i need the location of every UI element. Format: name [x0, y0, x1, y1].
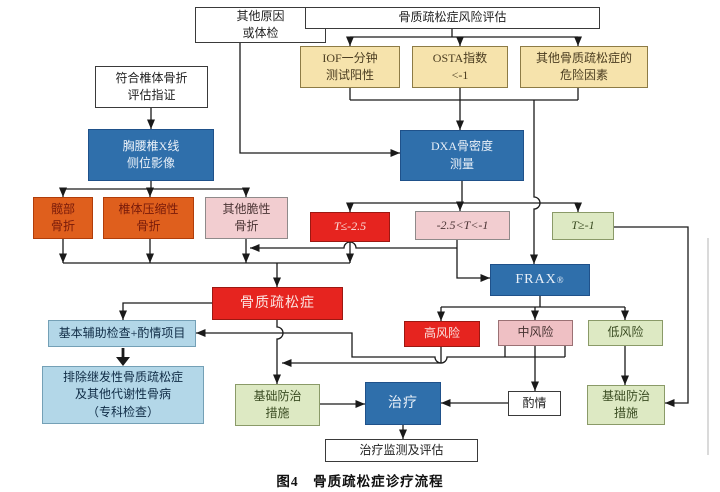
node-t-ge-minus-1: T≥-1	[552, 212, 614, 240]
node-vertebral-indication: 符合椎体骨折 评估指证	[95, 66, 208, 108]
node-other-fragility-fracture: 其他脆性 骨折	[205, 197, 288, 239]
node-risk-assessment-label: 骨质疏松症风险评估	[398, 10, 507, 25]
node-osteoporosis-label: 骨质疏松症	[240, 295, 315, 311]
node-exclude-secondary-label: 排除继发性骨质疏松症 及其他代谢性骨病 （专科检查）	[62, 370, 183, 419]
node-iof-test: IOF一分钟 测试阳性	[300, 46, 400, 88]
node-osta-index: OSTA指数 <-1	[412, 46, 508, 88]
node-vertebral-fracture-label: 椎体压缩性 骨折	[118, 201, 179, 233]
node-risk-factors-label: 其他骨质疏松症的 危险因素	[535, 50, 632, 82]
node-treatment-monitoring-label: 治疗监测及评估	[359, 442, 444, 457]
node-basic-measures-right: 基础防治 措施	[587, 385, 665, 425]
node-discretion-label: 酌情	[522, 395, 547, 410]
node-other-fragility-fracture-label: 其他脆性 骨折	[222, 201, 271, 233]
node-t-between-label: -2.5<T<-1	[436, 217, 489, 232]
node-vertebral-indication-label: 符合椎体骨折 评估指证	[115, 70, 188, 102]
node-risk-assessment: 骨质疏松症风险评估	[305, 7, 600, 29]
node-treatment-label: 治疗	[388, 395, 418, 411]
node-t-between: -2.5<T<-1	[415, 211, 510, 240]
node-osteoporosis: 骨质疏松症	[212, 287, 343, 320]
node-low-risk-label: 低风险	[607, 325, 644, 340]
node-low-risk: 低风险	[588, 320, 663, 346]
figure-caption: 图4 骨质疏松症诊疗流程	[276, 474, 444, 489]
node-frax-label: FRAX	[515, 272, 557, 288]
node-risk-factors: 其他骨质疏松症的 危险因素	[520, 46, 648, 88]
node-frax-registered-mark: ®	[556, 274, 565, 285]
node-other-cause: 其他原因 或体检	[195, 7, 326, 43]
node-basic-exam: 基本辅助检查+酌情项目	[48, 320, 196, 347]
node-xray-imaging-label: 胸腰椎X线 侧位影像	[122, 138, 180, 170]
node-medium-risk: 中风险	[498, 320, 573, 346]
node-t-le-minus-2-5: T≤-2.5	[310, 212, 390, 242]
node-treatment-monitoring: 治疗监测及评估	[325, 439, 478, 462]
node-xray-imaging: 胸腰椎X线 侧位影像	[88, 129, 214, 181]
node-t-le-minus-2-5-label: T≤-2.5	[333, 219, 367, 234]
node-frax: FRAX®	[490, 264, 590, 296]
node-vertebral-fracture: 椎体压缩性 骨折	[103, 197, 194, 239]
node-high-risk: 高风险	[404, 321, 480, 347]
node-treatment: 治疗	[365, 382, 441, 425]
node-medium-risk-label: 中风险	[517, 325, 554, 340]
node-dxa-bmd-label: DXA骨密度 测量	[431, 139, 493, 171]
node-other-cause-label: 其他原因 或体检	[236, 8, 285, 40]
node-basic-measures-right-label: 基础防治 措施	[601, 388, 650, 420]
node-osta-index-label: OSTA指数 <-1	[432, 50, 488, 82]
node-discretion: 酌情	[508, 391, 561, 416]
node-basic-exam-label: 基本辅助检查+酌情项目	[58, 325, 186, 340]
node-t-ge-minus-1-label: T≥-1	[571, 218, 595, 233]
node-basic-measures-left: 基础防治 措施	[235, 384, 320, 426]
node-hip-fracture: 髋部 骨折	[33, 197, 93, 239]
node-dxa-bmd: DXA骨密度 测量	[400, 130, 524, 181]
node-basic-measures-left-label: 基础防治 措施	[253, 388, 302, 420]
node-exclude-secondary: 排除继发性骨质疏松症 及其他代谢性骨病 （专科检查）	[42, 366, 204, 424]
node-iof-test-label: IOF一分钟 测试阳性	[322, 50, 378, 82]
node-hip-fracture-label: 髋部 骨折	[50, 201, 75, 233]
node-high-risk-label: 高风险	[423, 326, 460, 341]
